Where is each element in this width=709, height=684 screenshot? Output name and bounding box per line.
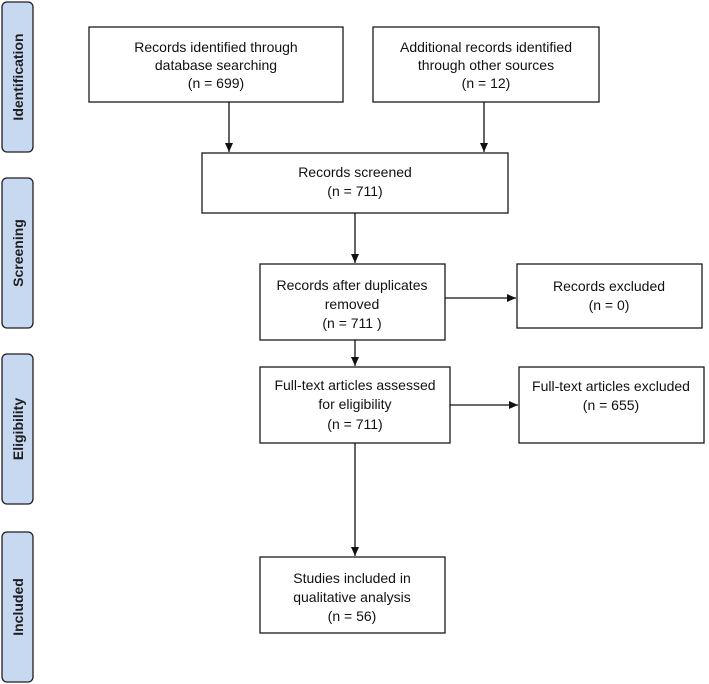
stage-eligibility: Eligibility xyxy=(1,353,34,505)
box-fulltext-excluded: Full-text articles excluded (n = 655) xyxy=(518,366,705,444)
box-fulltext-excluded-line-1: Full-text articles excluded xyxy=(532,378,690,394)
box-fulltext-assessed-line-3: (n = 711) xyxy=(327,416,382,432)
box-after-duplicates-line-2: removed xyxy=(325,296,379,312)
stage-included: Included xyxy=(1,531,34,683)
box-database-search-line-2: database searching xyxy=(155,57,277,73)
stage-screening-label: Screening xyxy=(10,219,26,287)
box-other-sources-line-2: through other sources xyxy=(418,57,554,73)
box-after-duplicates-line-3: (n = 711 ) xyxy=(322,315,381,331)
box-studies-included-line-2: qualitative analysis xyxy=(293,589,411,605)
box-studies-included: Studies included in qualitative analysis… xyxy=(259,556,446,634)
box-fulltext-assessed-line-2: for eligibility xyxy=(318,396,391,412)
stage-eligibility-label: Eligibility xyxy=(10,398,26,460)
box-after-duplicates: Records after duplicates removed (n = 71… xyxy=(259,263,446,341)
box-database-search-line-1: Records identified through xyxy=(134,39,297,55)
box-other-sources: Additional records identified through ot… xyxy=(372,26,600,103)
box-records-excluded-line-2: (n = 0) xyxy=(589,297,630,313)
stage-included-label: Included xyxy=(10,578,26,636)
box-records-excluded-line-1: Records excluded xyxy=(553,278,665,294)
box-other-sources-line-1: Additional records identified xyxy=(400,39,572,55)
stage-screening: Screening xyxy=(1,177,34,329)
box-screened-line-1: Records screened xyxy=(298,164,412,180)
box-fulltext-assessed-line-1: Full-text articles assessed xyxy=(274,377,435,393)
box-database-search-line-3: (n = 699) xyxy=(188,75,244,91)
box-screened: Records screened (n = 711) xyxy=(201,152,509,214)
box-after-duplicates-line-1: Records after duplicates xyxy=(277,277,428,293)
box-database-search: Records identified through database sear… xyxy=(88,26,344,103)
box-fulltext-assessed: Full-text articles assessed for eligibil… xyxy=(259,366,451,444)
box-fulltext-excluded-line-2: (n = 655) xyxy=(583,397,639,413)
box-records-excluded: Records excluded (n = 0) xyxy=(516,263,703,329)
box-studies-included-line-1: Studies included in xyxy=(293,570,411,586)
box-other-sources-line-3: (n = 12) xyxy=(462,75,511,91)
box-studies-included-line-3: (n = 56) xyxy=(328,608,377,624)
stage-identification: Identification xyxy=(1,1,34,153)
stage-identification-label: Identification xyxy=(10,33,26,120)
box-screened-line-2: (n = 711) xyxy=(327,183,382,199)
